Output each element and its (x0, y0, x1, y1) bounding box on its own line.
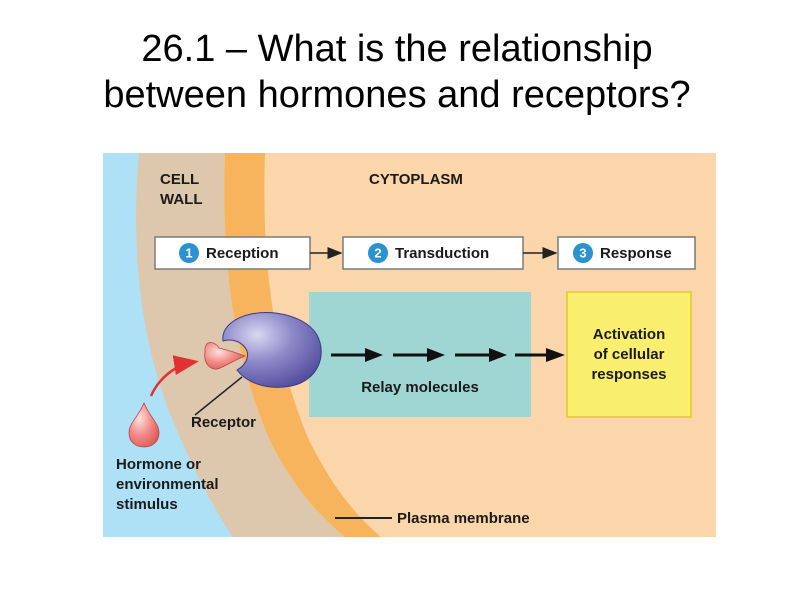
step-transduction: 2 Transduction (342, 236, 524, 270)
hormone-label-line1: Hormone or (116, 456, 201, 473)
activation-label-line2: of cellular (594, 346, 665, 363)
title-line-2: between hormones and receptors? (103, 74, 691, 116)
hormone-label-line2: environmental (116, 476, 219, 493)
hormone-binding-arrow (149, 355, 199, 397)
title-line-1: 26.1 – What is the relationship (141, 28, 653, 70)
cell-wall-label-line2: WALL (160, 191, 203, 208)
bound-hormone-icon (204, 342, 247, 370)
relay-arrow-icon (455, 348, 507, 362)
activation-box (566, 291, 692, 418)
relay-arrow-icon (331, 348, 383, 362)
activation-label-line3: responses (591, 366, 666, 383)
step-label: Response (600, 245, 672, 262)
cytoplasm-label: CYTOPLASM (369, 171, 463, 188)
hormone-droplet-icon (128, 401, 160, 448)
step-number: 1 (185, 246, 192, 261)
receptor-pointer-line (194, 376, 243, 416)
relay-molecules-label: Relay molecules (361, 379, 479, 396)
step-label: Transduction (395, 245, 489, 262)
relay-arrow-icon (515, 348, 565, 362)
receptor-label: Receptor (191, 414, 256, 431)
plasma-membrane-label: Plasma membrane (397, 510, 530, 527)
signal-transduction-diagram: CELL WALL CYTOPLASM 1 Reception 2 Transd… (103, 153, 716, 537)
slide-title: 26.1 – What is the relationship between … (0, 26, 794, 118)
step-number: 2 (374, 246, 381, 261)
relay-arrow-icon (393, 348, 445, 362)
step-number: 3 (579, 246, 586, 261)
step-number-badge (573, 243, 593, 263)
receptor-protein-icon (222, 312, 322, 388)
cell-wall-label-line1: CELL (160, 171, 199, 188)
step-reception: 1 Reception (154, 236, 311, 270)
step-number-badge (179, 243, 199, 263)
relay-arrows (331, 348, 565, 362)
step-label: Reception (206, 245, 279, 262)
hormone-label-line3: stimulus (116, 496, 178, 513)
step-number-badge (368, 243, 388, 263)
step-response: 3 Response (557, 236, 696, 270)
activation-label-line1: Activation (593, 326, 666, 343)
